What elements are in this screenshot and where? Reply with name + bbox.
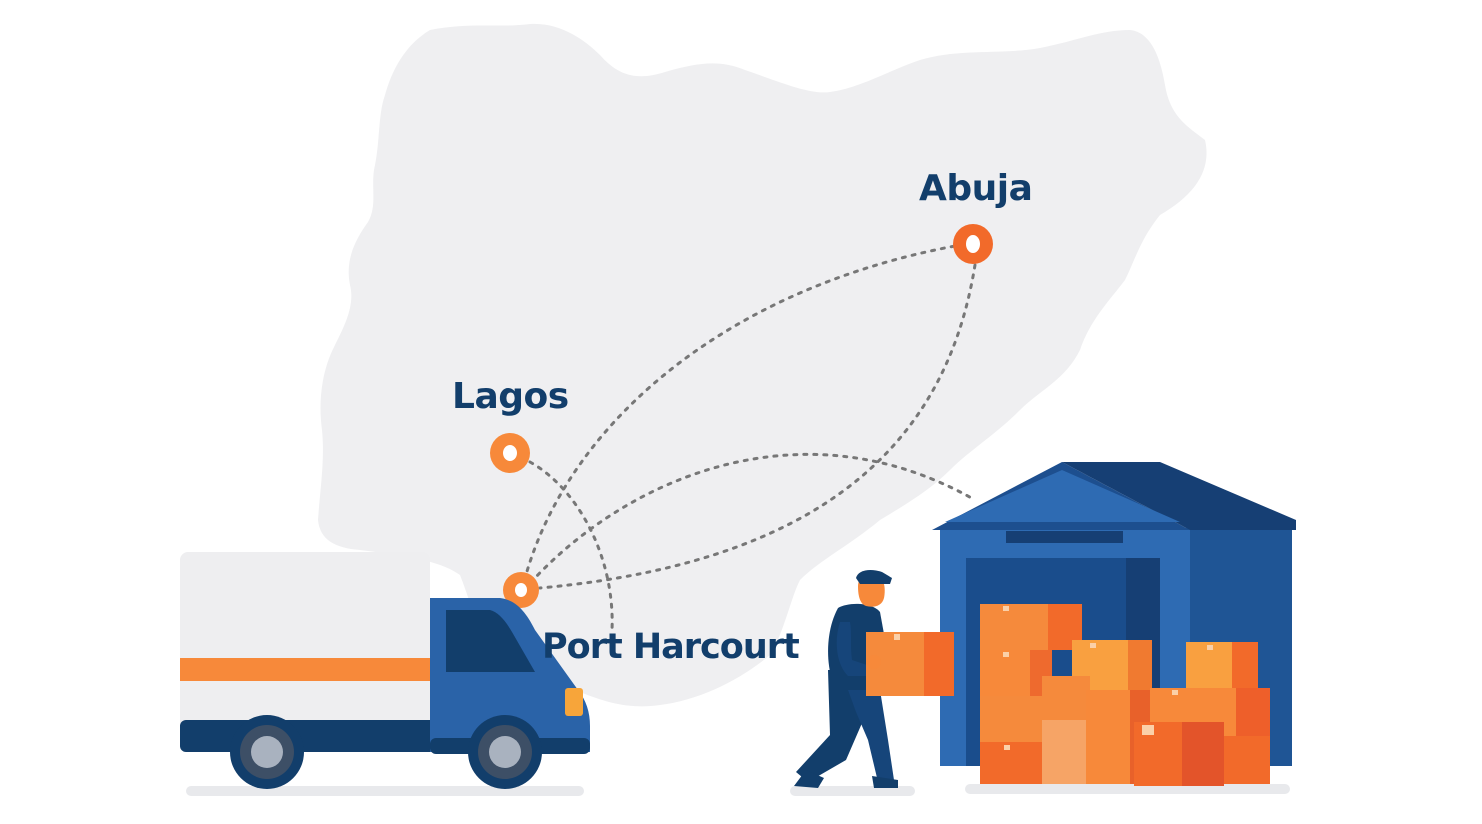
map-pin-icon <box>490 433 530 473</box>
cardboard-box-icon <box>980 696 1042 784</box>
cardboard-box-icon <box>980 604 1082 650</box>
truck-shadow <box>186 786 584 796</box>
route-ph-abuja-upper <box>520 244 957 592</box>
city-label-lagos: Lagos <box>452 376 569 417</box>
map-pin-icon <box>503 572 539 608</box>
courier-person-icon <box>794 570 954 788</box>
cardboard-box-icon <box>1134 722 1270 786</box>
courier-shadow <box>790 786 915 796</box>
city-label-port-harcourt: Port Harcourt <box>542 627 800 667</box>
box-stack <box>980 604 1270 786</box>
delivery-truck-icon <box>180 552 590 789</box>
map-pin-icon <box>953 224 993 264</box>
cardboard-box-icon <box>980 650 1052 696</box>
warehouse-shadow <box>965 784 1290 794</box>
routes <box>520 244 977 632</box>
route-abuja-ph-lower <box>538 263 977 590</box>
cardboard-box-icon <box>1186 642 1258 690</box>
nigeria-map <box>318 23 1207 707</box>
city-label-abuja: Abuja <box>919 168 1033 209</box>
route-ph-warehouse <box>522 452 977 592</box>
